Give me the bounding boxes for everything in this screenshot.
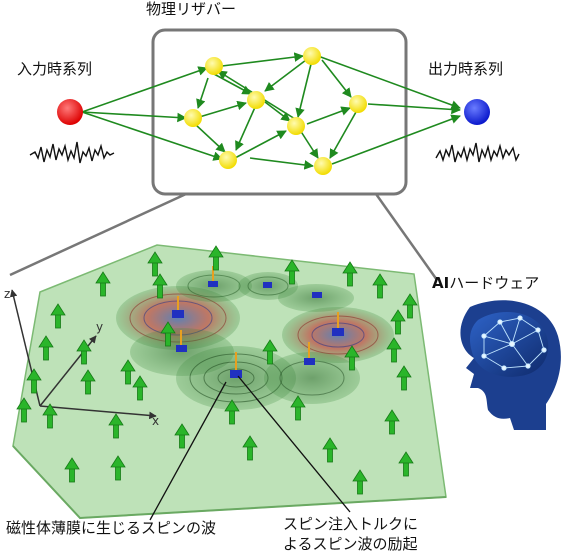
caption-left-leader: [149, 381, 227, 521]
caption-right-leader: [237, 375, 351, 513]
axis-label-z: z: [4, 287, 10, 301]
spin-arrow: [26, 368, 42, 394]
spin-arrow: [64, 457, 80, 483]
spin-arrow: [16, 397, 32, 423]
spin-arrow: [95, 271, 111, 297]
spin-arrow: [386, 337, 402, 363]
spin-arrow: [147, 251, 163, 277]
spin-arrow: [384, 409, 400, 435]
spin-arrow: [242, 435, 258, 461]
spin-arrow: [208, 245, 224, 271]
spin-arrow: [290, 395, 306, 421]
input-series-label: 入力時系列: [17, 60, 93, 78]
spin-arrow: [120, 359, 136, 385]
ai-hardware-label: AIハードウェア: [432, 276, 539, 291]
film-edge: [12, 445, 447, 520]
spin-arrow: [160, 321, 176, 347]
spin-injectors: [172, 266, 344, 378]
spin-arrow: [174, 423, 190, 449]
spin-arrow: [50, 303, 66, 329]
caption-spin-wave: 磁性体薄膜に生じるスピンの波: [6, 519, 217, 537]
spin-arrow: [132, 375, 148, 401]
ai-head-illustration: [460, 300, 561, 430]
output-node: [464, 99, 490, 125]
axis-label-y: y: [96, 320, 103, 334]
caption-spin-torque-line1: スピン注入トルクに: [283, 515, 419, 533]
reservoir-title: 物理リザバー: [146, 0, 237, 18]
ai-hardware-label-rest: ハードウェア: [449, 274, 540, 292]
spin-arrow: [38, 335, 54, 361]
spin-arrow: [344, 345, 360, 371]
zoom-line-left: [9, 192, 187, 277]
input-waveform: [29, 141, 115, 164]
spin-arrow: [42, 403, 58, 429]
output-waveform: [435, 142, 520, 163]
reservoir-frame: [151, 28, 408, 196]
spin-arrow: [352, 469, 368, 495]
caption-spin-torque: スピン注入トルクに よるスピン波の励起: [283, 514, 418, 555]
spin-arrow: [80, 369, 96, 395]
spin-arrows: [16, 245, 418, 495]
spin-arrow: [372, 273, 388, 299]
spin-arrow: [322, 437, 338, 463]
zoom-line-right: [374, 193, 439, 281]
reservoir-edges: [81, 52, 461, 170]
spin-arrow: [108, 413, 124, 439]
axis-label-x: x: [152, 414, 159, 428]
spin-arrow: [152, 273, 168, 299]
spin-arrow: [342, 261, 358, 287]
caption-spin-torque-line2: よるスピン波の励起: [283, 535, 418, 554]
spin-arrow: [402, 293, 418, 319]
output-series-label: 出力時系列: [428, 60, 504, 78]
spin-arrow: [398, 451, 414, 477]
spin-arrow: [284, 259, 300, 285]
spin-arrow: [224, 399, 240, 425]
spin-arrow: [262, 339, 278, 365]
input-node: [57, 99, 83, 125]
reservoir-nodes: [184, 47, 367, 175]
spin-arrow: [110, 455, 126, 481]
ai-hardware-label-bold: AI: [432, 274, 450, 292]
spin-arrow: [390, 309, 406, 335]
spin-arrow: [76, 339, 92, 365]
spin-arrow: [396, 365, 412, 391]
